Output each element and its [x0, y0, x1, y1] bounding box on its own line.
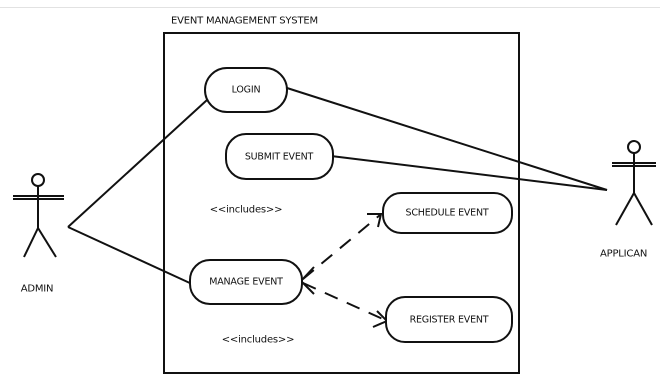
admin-login-association	[67, 99, 208, 228]
include-register-event-arrow	[302, 282, 389, 328]
usecase-register-event-label: REGISTER EVENT	[409, 314, 489, 326]
usecase-login-label: LOGIN	[231, 84, 261, 96]
include-schedule-event-arrow	[302, 213, 383, 280]
usecase-submit-event-label: SUBMIT EVENT	[244, 151, 314, 163]
usecase-schedule-event-label: SCHEDULE EVENT	[405, 207, 489, 219]
actor-applicant-label: APPLICAN	[600, 248, 648, 260]
applicant-login-association	[286, 87, 608, 191]
actor-admin-label: ADMIN	[20, 283, 54, 295]
usecase-manage-event	[189, 259, 303, 305]
system-title: EVENT MANAGEMENT SYSTEM	[171, 15, 318, 27]
admin-actor-icon	[13, 173, 64, 258]
usecase-login	[204, 67, 288, 113]
top-divider	[0, 7, 660, 8]
applicant-actor-icon	[612, 140, 656, 226]
usecase-register-event	[385, 296, 513, 343]
includes-stereotype-lower: <<includes>>	[221, 334, 295, 346]
admin-manage-event-association	[67, 226, 193, 285]
includes-stereotype-upper: <<includes>>	[209, 204, 283, 216]
usecase-schedule-event	[382, 192, 513, 234]
system-boundary	[163, 32, 520, 374]
usecase-submit-event	[225, 133, 334, 180]
applicant-submit-event-association	[330, 155, 608, 191]
usecase-manage-event-label: MANAGE EVENT	[209, 276, 283, 288]
